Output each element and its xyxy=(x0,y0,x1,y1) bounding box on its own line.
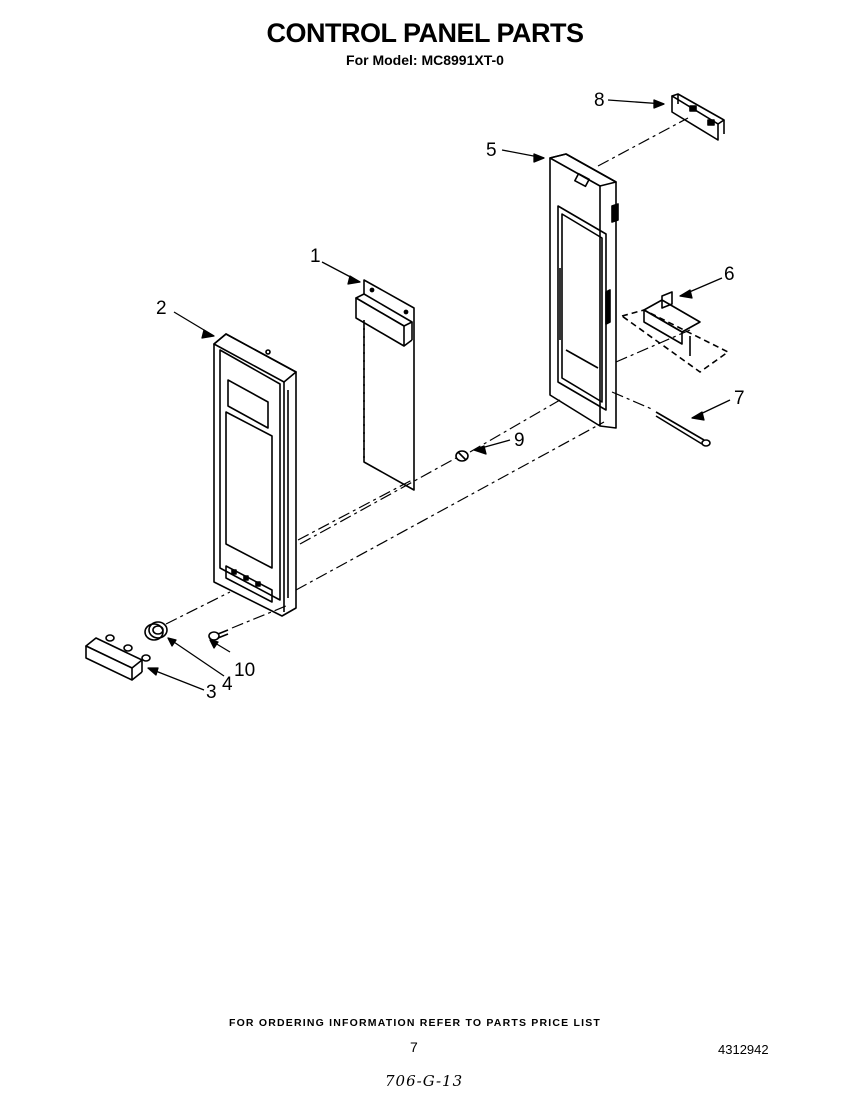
part-6-bracket xyxy=(621,291,729,373)
part-10-screw xyxy=(208,629,229,641)
document-number: 4312942 xyxy=(718,1042,769,1057)
model-subtitle: For Model: MC8991XT-0 xyxy=(346,52,504,68)
page-title: CONTROL PANEL PARTS xyxy=(266,18,584,48)
ordering-note: FOR ORDERING INFORMATION REFER TO PARTS … xyxy=(228,1017,602,1029)
part-1-circuit-board xyxy=(355,279,415,491)
callout-5: 5 xyxy=(486,140,497,161)
part-9-screw xyxy=(455,450,469,462)
part-2-front-panel xyxy=(213,333,297,617)
callout-4: 4 xyxy=(222,674,233,695)
handwritten-note: 706-G-13 xyxy=(385,1072,464,1090)
callout-2: 2 xyxy=(156,298,167,319)
callout-9: 9 xyxy=(514,430,525,451)
callout-6: 6 xyxy=(724,264,735,285)
callout-8: 8 xyxy=(594,90,605,111)
callout-1: 1 xyxy=(310,246,321,267)
leader-lines xyxy=(147,99,731,691)
part-5-rear-frame xyxy=(549,153,619,429)
part-8-bracket xyxy=(671,93,725,141)
assembly-lines xyxy=(165,117,691,629)
part-7-screw xyxy=(655,411,711,447)
part-4-spring xyxy=(144,621,168,641)
callout-10: 10 xyxy=(234,660,255,681)
callout-3: 3 xyxy=(206,682,217,703)
part-3-button xyxy=(85,634,151,681)
page-number: 7 xyxy=(410,1039,418,1055)
callout-7: 7 xyxy=(734,388,745,409)
